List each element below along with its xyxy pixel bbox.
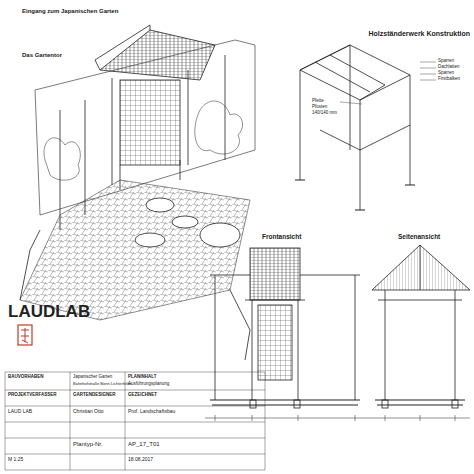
table-cell: Prof. Landschaftsbau	[128, 409, 175, 415]
table-cell: Ausführungsplanung	[128, 382, 169, 387]
part-name: Sparren	[438, 71, 454, 76]
table-cell: M 1:25	[8, 457, 23, 463]
table-cell: Bahnhofstraße Bonn Lichterfelde	[73, 382, 131, 386]
table-cell: 18.08.2017	[128, 457, 153, 463]
dimension: 140/140 mm	[312, 111, 337, 116]
sheet-title: Eingang zum Japanischen Garten	[22, 8, 118, 15]
table-cell: Plantyp-Nr.	[73, 441, 103, 448]
table-cell: GEZEICHNET	[128, 393, 157, 398]
table-cell: AP_17_T01	[128, 441, 160, 448]
table-cell: BAUVORHABEN	[8, 375, 44, 380]
view-title: Das Gartentor	[22, 52, 62, 59]
table-cell: LAUD LAB	[8, 409, 32, 415]
table-cell: Christian Otto	[73, 409, 104, 415]
part-name: Pfette	[312, 99, 324, 104]
logo: LAUDLAB	[8, 303, 90, 322]
view-title: Frontansicht	[262, 233, 301, 240]
part-name: Dachlatten	[438, 65, 460, 70]
part-name: Pfosten	[312, 105, 327, 110]
table-cell: Japanischer Garten	[73, 375, 112, 380]
view-title: Seitenansicht	[398, 233, 440, 240]
table-cell: PLANINHALT	[128, 375, 156, 380]
part-name: Sparren	[438, 59, 454, 64]
view-title: Holzständerwerk Konstruktion	[368, 30, 470, 38]
stamp	[18, 325, 32, 345]
table-cell: GARTENDESIGNER	[73, 393, 116, 398]
part-name: Firstbalken	[438, 77, 460, 82]
table-cell: PROJEKTVERFASSER	[8, 393, 57, 398]
